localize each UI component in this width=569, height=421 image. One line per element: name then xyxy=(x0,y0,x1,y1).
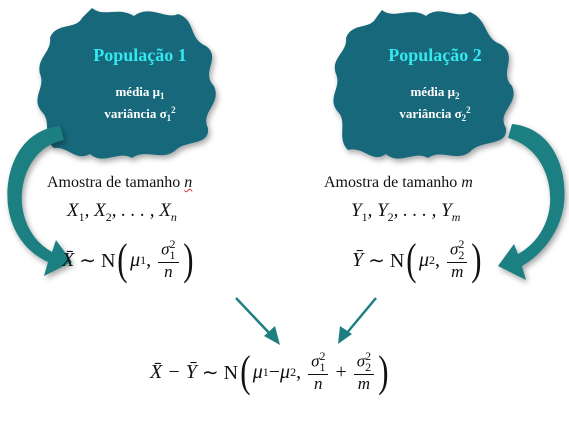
population-2-cloud xyxy=(333,10,514,159)
arrow-right-to-difference xyxy=(338,297,377,344)
arrow-left-to-difference xyxy=(235,297,280,345)
variance-fraction-2: σ22 m xyxy=(447,237,468,282)
sample-2-label: Amostra de tamanho m xyxy=(324,174,473,191)
population-1-title: População 1 xyxy=(93,45,187,65)
sample-1-label: Amostra de tamanho n xyxy=(47,174,193,191)
population-2-variance: variância σ22 xyxy=(399,105,471,123)
population-1-cloud xyxy=(37,8,216,159)
sample-2-sequence: Y1, Y2, . . . , Ym xyxy=(351,200,461,224)
sample-1-sequence: X1, X2, . . . , Xn xyxy=(67,200,177,224)
right-curved-arrow xyxy=(498,124,565,280)
variance-fraction-1: σ21 n xyxy=(158,237,179,282)
left-curved-arrow xyxy=(7,126,72,276)
difference-fraction-1: σ21 n xyxy=(308,349,329,394)
population-2-mean: média μ2 xyxy=(410,84,460,101)
population-1-variance: variância σ12 xyxy=(104,105,176,123)
population-2-title: População 2 xyxy=(388,45,482,65)
population-1-mean: média μ1 xyxy=(115,84,165,101)
difference-fraction-2: σ22 m xyxy=(353,349,375,394)
